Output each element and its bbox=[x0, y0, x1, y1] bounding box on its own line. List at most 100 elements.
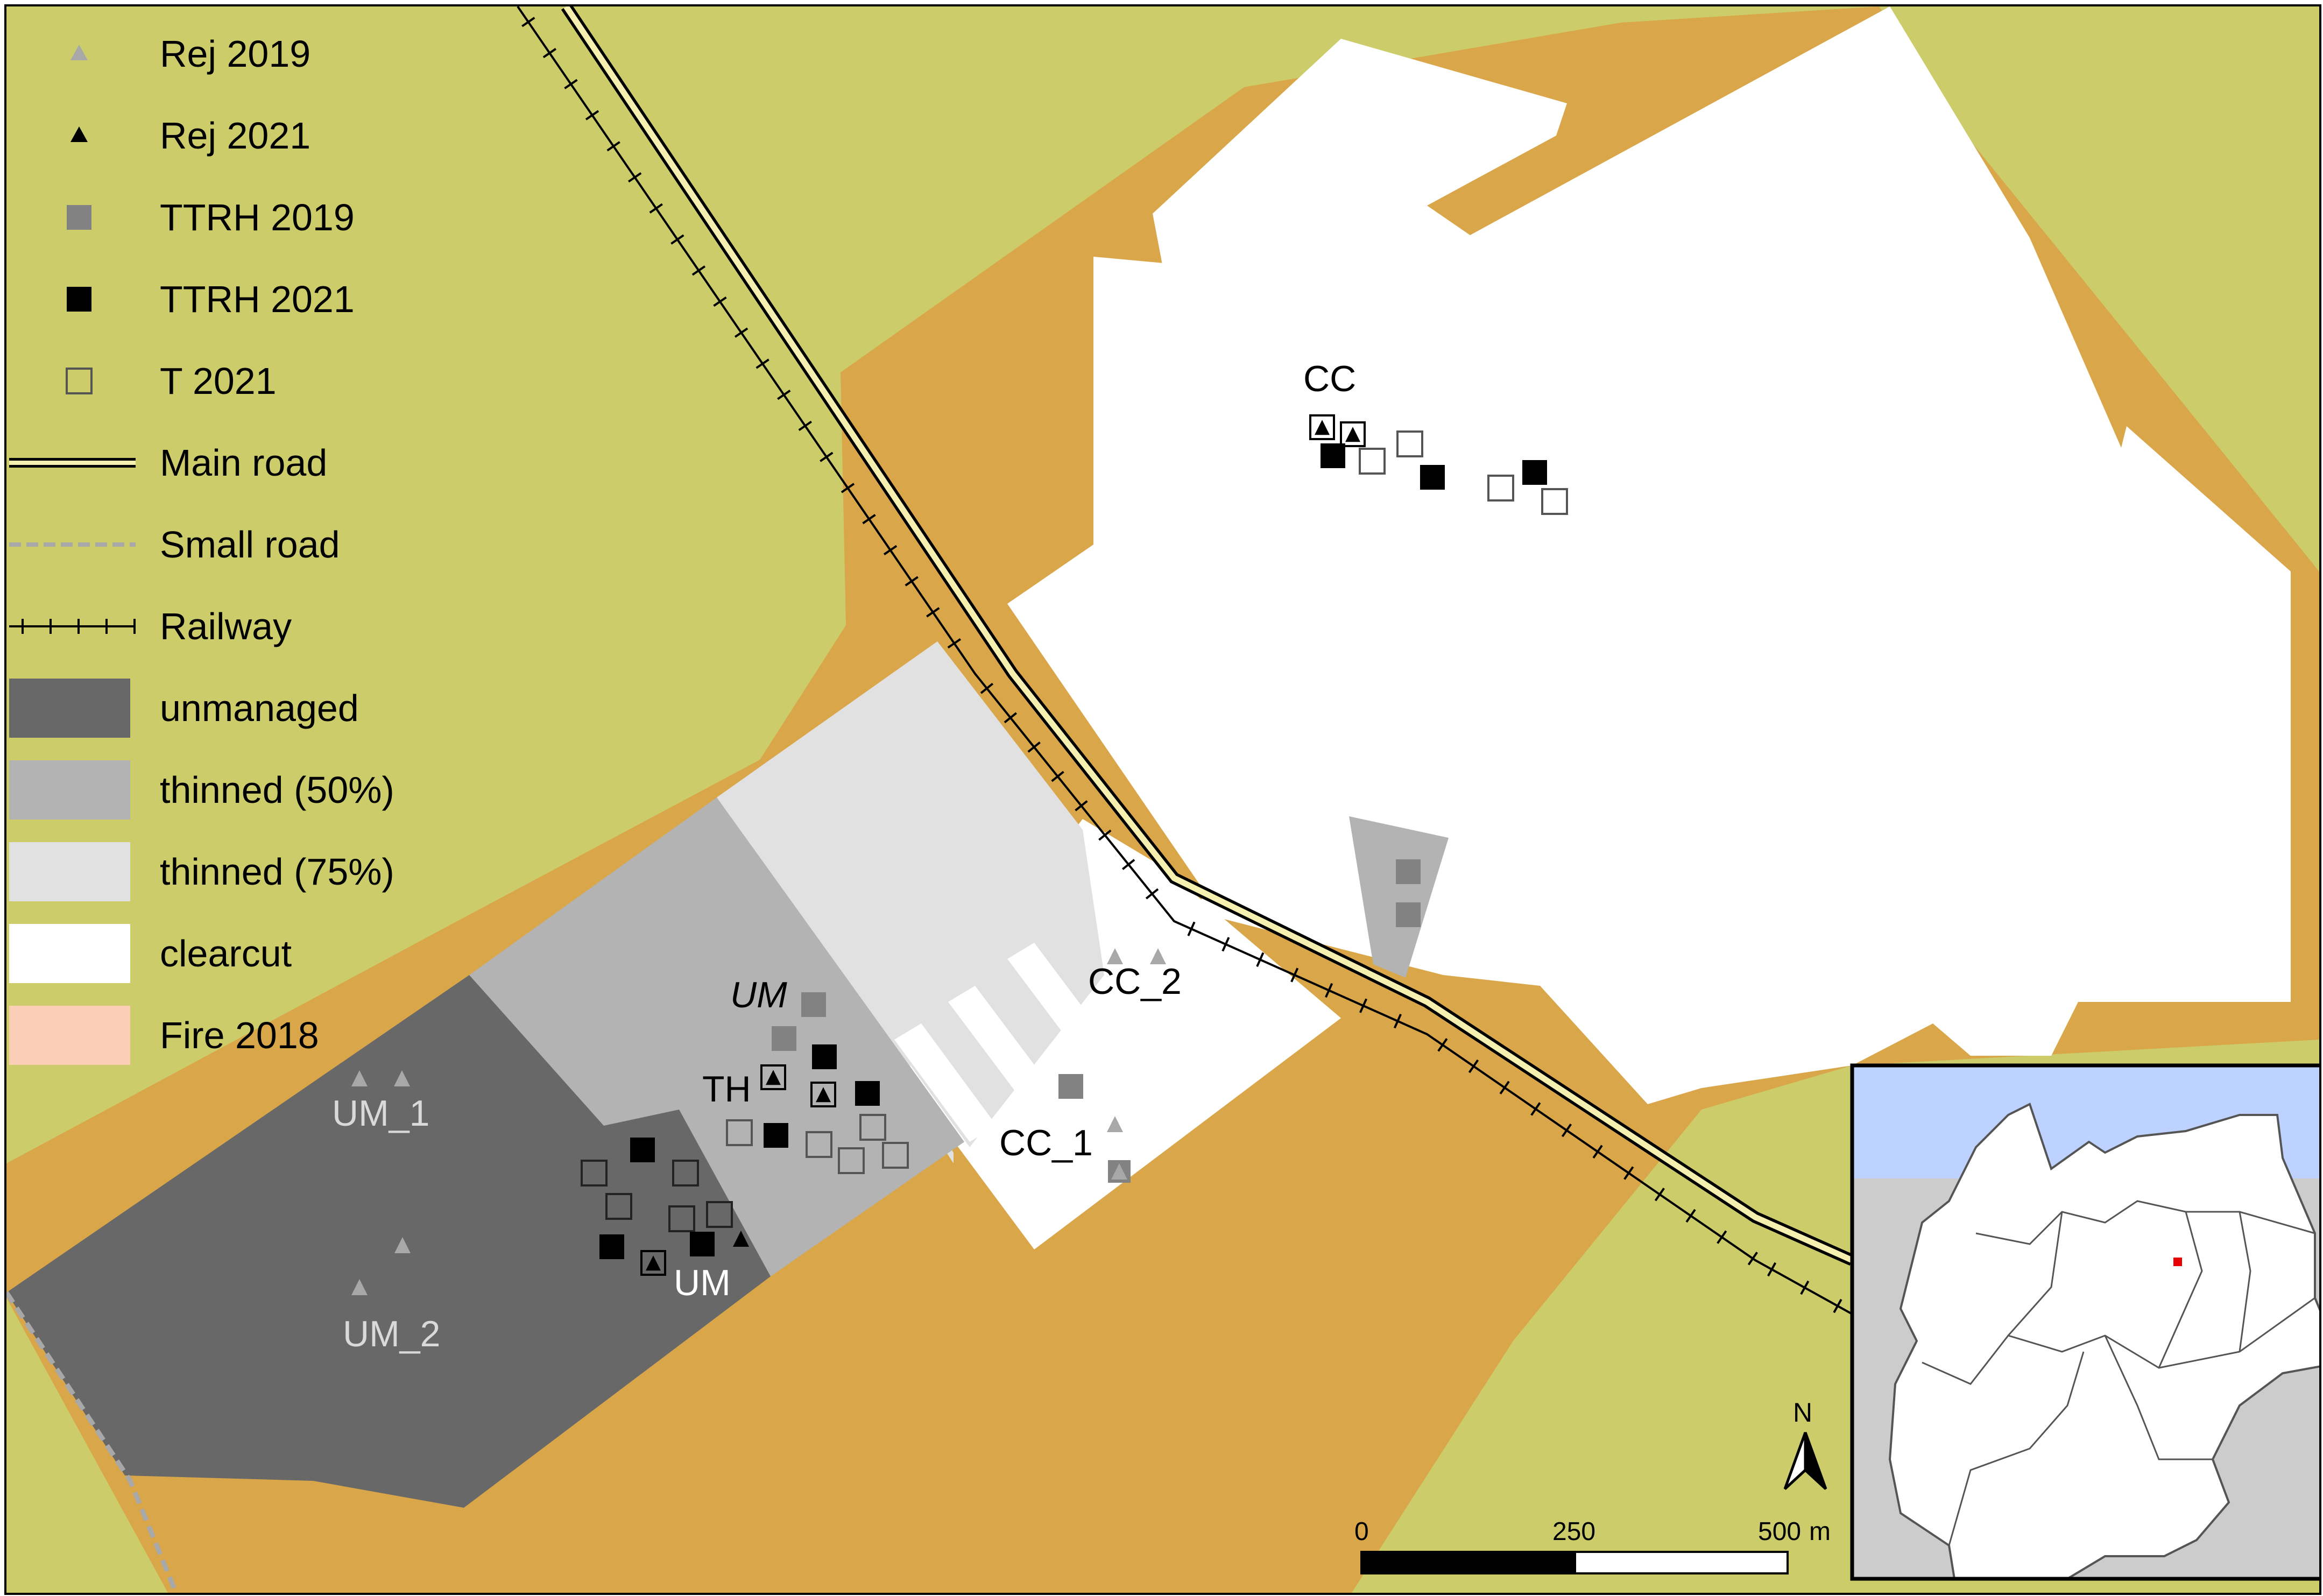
rej2019-marker bbox=[394, 1070, 410, 1086]
legend-item-mainroad: Main road bbox=[9, 442, 327, 484]
main-road bbox=[561, 6, 1855, 1266]
legend-item-thinned75: thinned (75%) bbox=[9, 842, 394, 901]
rej2021-marker bbox=[1345, 427, 1360, 442]
ttrh2019-marker bbox=[801, 992, 826, 1017]
legend-symbol-ttrh2019 bbox=[67, 205, 91, 230]
plot-markers bbox=[351, 414, 1568, 1295]
site-label-um: UM bbox=[674, 1262, 731, 1303]
legend-label-t2021: T 2021 bbox=[160, 360, 277, 402]
t2021-marker bbox=[726, 1119, 753, 1146]
t2021-marker bbox=[706, 1201, 733, 1228]
legend-label-mainroad: Main road bbox=[160, 442, 327, 484]
legend-symbol-clearcut bbox=[9, 924, 130, 983]
t2021-marker bbox=[882, 1142, 909, 1169]
ttrh2021-marker bbox=[630, 1138, 655, 1162]
ttrh2021-marker bbox=[812, 1044, 837, 1069]
clearcut-strip-3 bbox=[1007, 943, 1115, 1067]
rej2019-marker bbox=[1107, 948, 1123, 964]
site-label-cc-2: CC_2 bbox=[1088, 961, 1182, 1002]
t2021-marker bbox=[760, 1064, 786, 1090]
t2021-marker bbox=[672, 1160, 699, 1187]
rej2021-marker bbox=[733, 1231, 749, 1247]
unmanaged-area bbox=[6, 975, 771, 1508]
legend-label-rej2019: Rej 2019 bbox=[160, 33, 310, 75]
legend-label-thinned75: thinned (75%) bbox=[160, 851, 394, 893]
small-road bbox=[6, 1291, 179, 1593]
t2021-marker bbox=[1541, 488, 1568, 515]
t2021-marker bbox=[838, 1147, 865, 1174]
rej2021-marker bbox=[1315, 420, 1330, 435]
ttrh2019-marker bbox=[1396, 859, 1421, 884]
legend-item-fire2018: Fire 2018 bbox=[9, 1006, 319, 1065]
legend-label-fire2018: Fire 2018 bbox=[160, 1014, 319, 1056]
t2021-marker bbox=[1396, 430, 1423, 457]
thinned75-area-2 bbox=[717, 641, 1104, 1147]
legend-item-thinned50: thinned (50%) bbox=[9, 760, 394, 820]
legend-symbol-fire2018 bbox=[9, 1006, 130, 1065]
legend-item-clearcut: clearcut bbox=[9, 924, 292, 983]
rej2019-marker bbox=[351, 1070, 368, 1086]
legend-item-t2021: T 2021 bbox=[66, 360, 277, 402]
t2021-marker bbox=[605, 1193, 632, 1220]
legend-item-rej2019: Rej 2019 bbox=[70, 33, 310, 75]
rej2019-marker bbox=[1107, 1116, 1123, 1132]
ttrh2019-marker bbox=[1396, 902, 1421, 927]
legend-item-rej2021: Rej 2021 bbox=[70, 115, 310, 157]
legend-label-rej2021: Rej 2021 bbox=[160, 115, 310, 157]
inset-map bbox=[1850, 1063, 2319, 1581]
legend-label-unmanaged: unmanaged bbox=[160, 687, 359, 729]
legend-symbol-ttrh2021 bbox=[67, 287, 91, 312]
ttrh2021-marker bbox=[599, 1234, 624, 1259]
rej2019-marker bbox=[394, 1237, 411, 1253]
legend-item-ttrh2021: TTRH 2021 bbox=[67, 278, 355, 320]
legend-symbol-unmanaged bbox=[9, 679, 130, 738]
thinned50-area bbox=[469, 797, 964, 1276]
ttrh2021-marker bbox=[764, 1123, 788, 1148]
legend-symbol-thinned75 bbox=[9, 842, 130, 901]
north-arrow: N bbox=[1783, 1397, 1827, 1490]
legend-label-ttrh2019: TTRH 2019 bbox=[160, 196, 355, 238]
t2021-marker bbox=[1487, 475, 1514, 502]
rej2021-marker bbox=[766, 1070, 781, 1085]
site-label-cc-1: CC_1 bbox=[999, 1122, 1093, 1163]
site-label-cc: CC bbox=[1303, 358, 1356, 399]
clearcut-strip-1 bbox=[894, 1023, 997, 1142]
t2021-marker bbox=[1359, 448, 1386, 475]
rej2019-marker bbox=[1111, 1163, 1127, 1180]
ttrh2021-marker bbox=[690, 1232, 715, 1256]
t2021-marker bbox=[859, 1114, 886, 1141]
ttrh2019-marker bbox=[772, 1026, 796, 1051]
legend-label-smallroad: Small road bbox=[160, 524, 340, 566]
t2021-marker bbox=[1340, 421, 1366, 447]
site-label-um-2: UM_2 bbox=[343, 1313, 440, 1354]
ttrh2021-marker bbox=[1420, 465, 1445, 490]
north-arrow-label: N bbox=[1793, 1397, 1812, 1428]
legend-item-smallroad: Small road bbox=[9, 524, 340, 566]
legend-label-clearcut: clearcut bbox=[160, 933, 292, 974]
clearcut-area bbox=[1007, 6, 2291, 1104]
t2021-marker bbox=[640, 1250, 666, 1276]
legend-item-railway: Railway bbox=[9, 605, 292, 647]
clearcut-strip-2 bbox=[948, 986, 1056, 1110]
site-label-th: TH bbox=[702, 1069, 751, 1110]
scale-tick-500: 500 bbox=[1758, 1517, 1801, 1546]
rej2019-marker bbox=[351, 1279, 368, 1295]
legend-symbol-rej2021 bbox=[70, 126, 88, 142]
legend-label-ttrh2021: TTRH 2021 bbox=[160, 278, 355, 320]
site-label-um-italic: UM bbox=[730, 974, 787, 1015]
rej2021-marker bbox=[646, 1255, 661, 1271]
map-canvas: CC CC_2 CC_1 UM TH UM UM_1 UM_2 N 0 250 … bbox=[6, 6, 2319, 1593]
legend-label-thinned50: thinned (50%) bbox=[160, 769, 394, 811]
legend-item-ttrh2019: TTRH 2019 bbox=[67, 196, 355, 238]
scale-tick-250: 250 bbox=[1552, 1517, 1595, 1546]
ttrh2021-marker bbox=[855, 1081, 880, 1106]
rej2021-marker bbox=[816, 1087, 831, 1103]
scale-tick-0: 0 bbox=[1354, 1517, 1369, 1546]
scale-unit: m bbox=[1809, 1517, 1831, 1546]
site-label-um-1: UM_1 bbox=[332, 1093, 429, 1134]
legend-item-unmanaged: unmanaged bbox=[9, 679, 359, 738]
t2021-marker bbox=[810, 1082, 836, 1107]
ttrh2019-marker bbox=[1058, 1074, 1083, 1099]
map-frame: CC CC_2 CC_1 UM TH UM UM_1 UM_2 N 0 250 … bbox=[4, 4, 2321, 1595]
